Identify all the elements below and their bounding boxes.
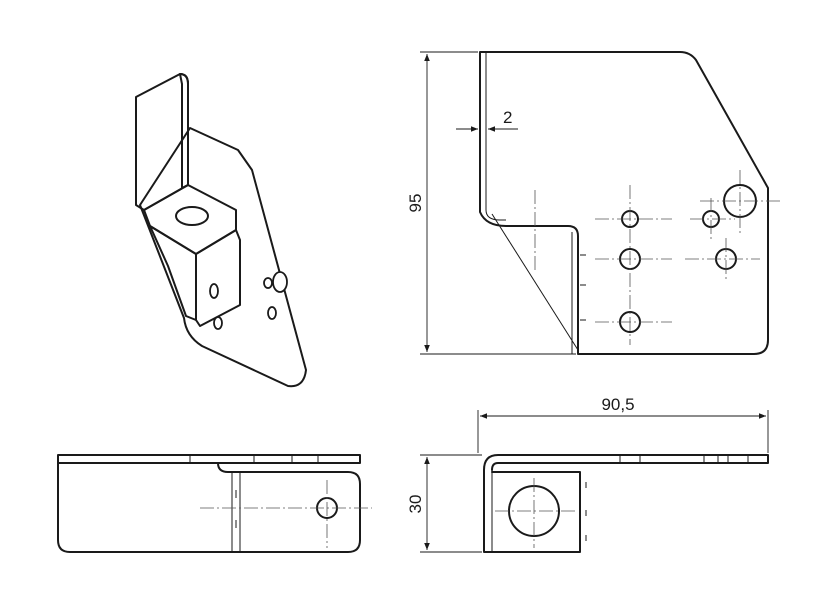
dim-height-label: 95: [406, 194, 425, 213]
bottom-top-strip: [483, 454, 769, 471]
iso-tall-flange-edge: [179, 73, 189, 189]
side-top-strip: [57, 454, 361, 464]
front-bend-ticks: [580, 254, 586, 321]
iso-base-plate: [139, 127, 307, 388]
bottom-body: [483, 469, 581, 553]
iso-hole-2: [263, 277, 273, 289]
iso-hole-5: [213, 316, 223, 330]
front-bend-line: [491, 213, 579, 351]
iso-front-flange: [195, 229, 241, 327]
iso-front-flange-side: [149, 225, 197, 321]
front-thickness-line: [485, 52, 506, 221]
dim-width-label: 90,5: [601, 395, 634, 414]
dim-depth-label: 30: [406, 495, 425, 514]
front-view: 95 2: [406, 51, 782, 355]
dim-depth: 30: [406, 454, 482, 553]
dim-height: 95: [406, 51, 576, 355]
dim-width: 90,5: [477, 395, 769, 453]
side-view: [57, 454, 372, 553]
iso-step-hole: [175, 206, 209, 226]
front-outline: [479, 51, 769, 355]
bottom-ticks: [585, 455, 749, 541]
dim-thickness-label: 2: [503, 108, 512, 127]
side-body: [57, 462, 361, 553]
isometric-view: [135, 73, 307, 388]
front-centerlines: [534, 170, 782, 345]
iso-hole-1: [209, 283, 219, 299]
dim-thickness: 2: [456, 108, 518, 132]
side-ticks: [189, 455, 319, 528]
iso-hole-3: [272, 271, 288, 293]
iso-hole-4: [267, 306, 277, 320]
bottom-view: 90,5 30: [406, 395, 769, 553]
